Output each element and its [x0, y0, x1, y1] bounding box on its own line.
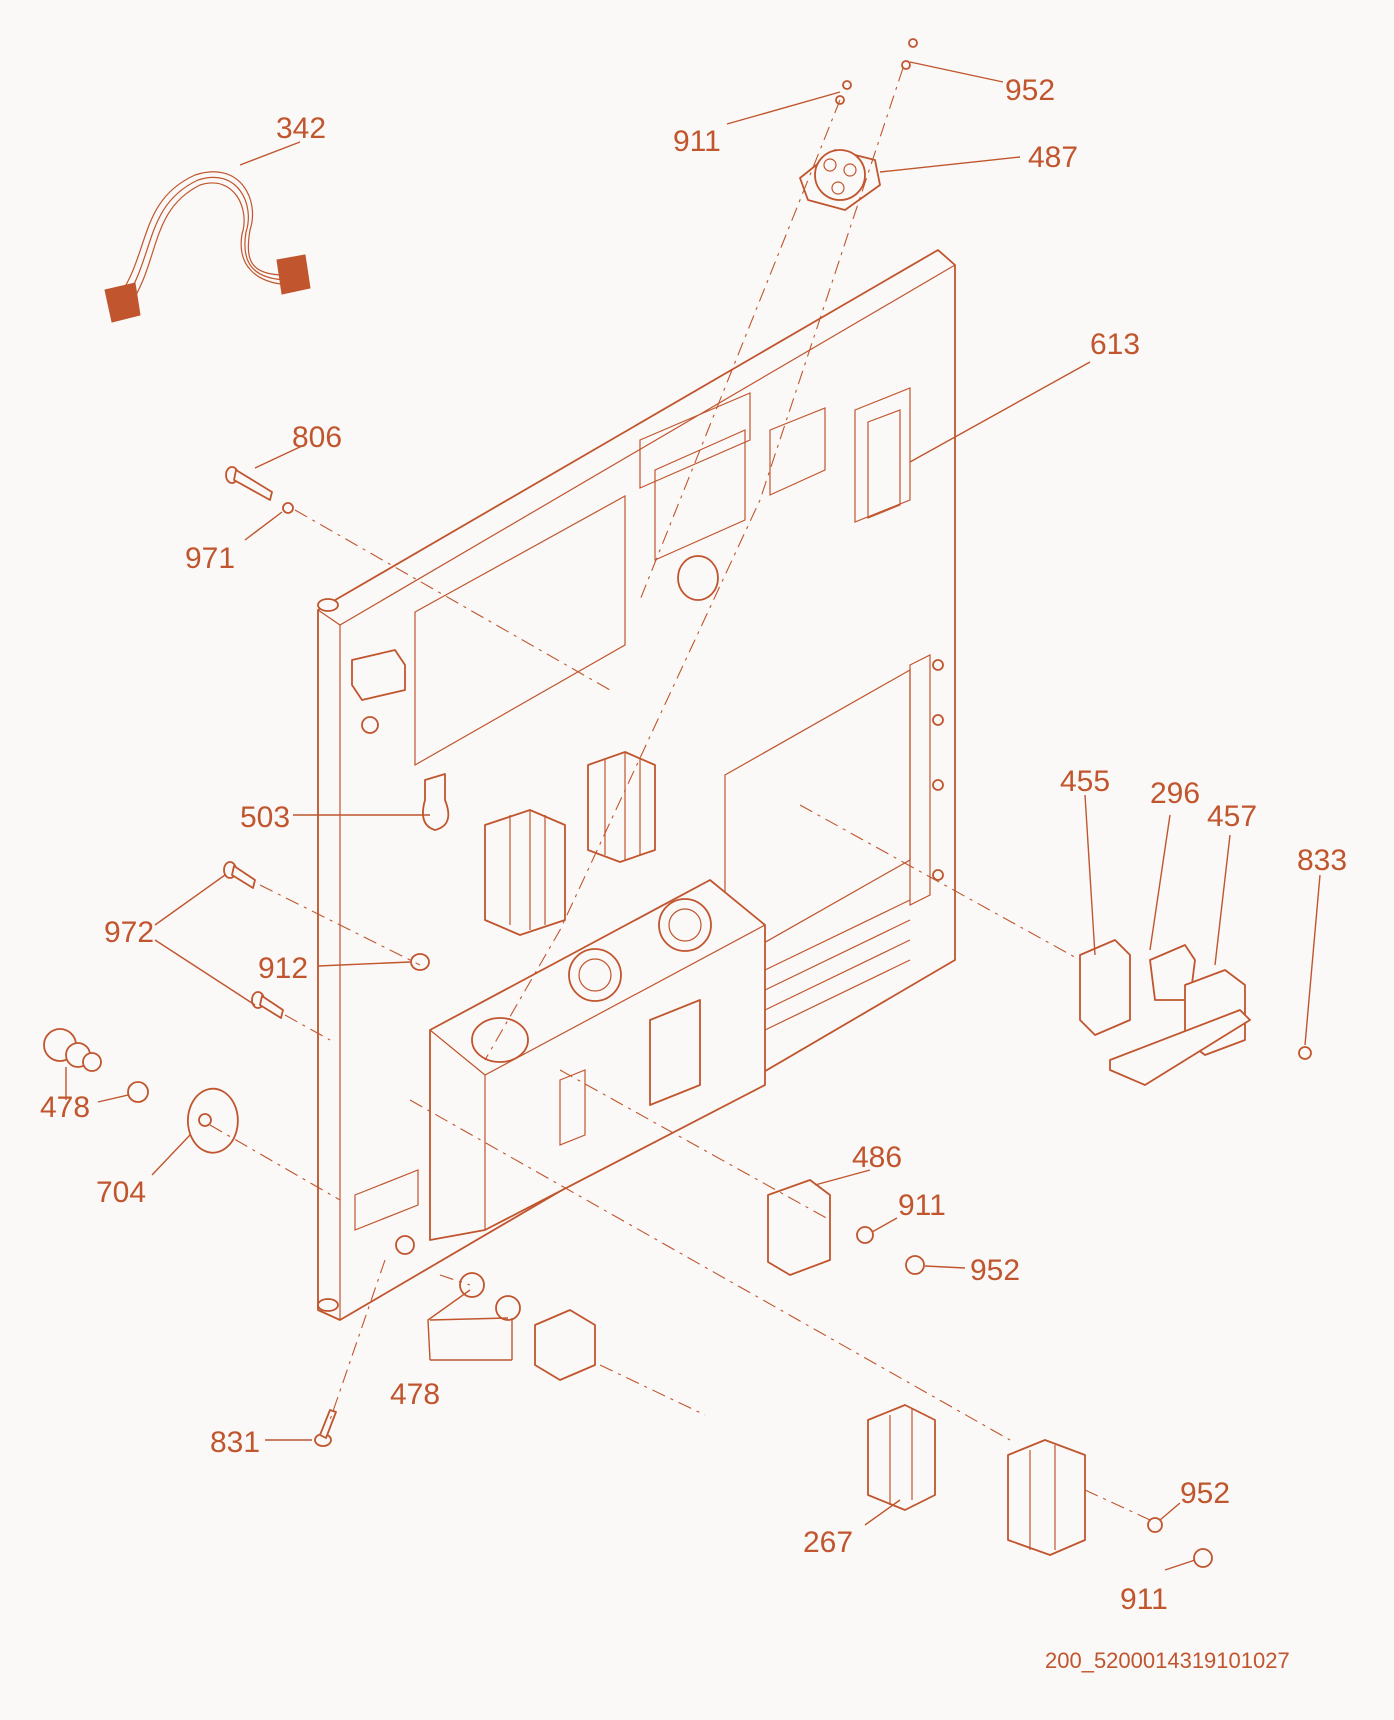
relay-486: [767, 1179, 925, 1276]
callout-267: 267: [803, 1526, 853, 1559]
callout-971: 971: [185, 542, 235, 575]
leader-lines: [65, 61, 1321, 1571]
switch-478-bottom: [459, 1272, 596, 1381]
thermostat-487: [799, 38, 918, 211]
callout-613: 613: [1090, 328, 1140, 361]
callout-912: 912: [258, 952, 308, 985]
callout-831: 831: [210, 1426, 260, 1459]
figure-code: 200_5200014319101027: [1045, 1648, 1290, 1673]
callout-503: 503: [240, 801, 290, 834]
callout-296: 296: [1150, 777, 1200, 810]
callout-486: 486: [852, 1141, 902, 1174]
callout-952-top: 952: [1005, 74, 1055, 107]
callout-342: 342: [276, 112, 326, 145]
callout-704: 704: [96, 1176, 146, 1209]
contactor-assembly: [1079, 939, 1312, 1086]
callout-457: 457: [1207, 800, 1257, 833]
screw-831: [314, 1409, 337, 1447]
callout-478-left: 478: [40, 1091, 90, 1124]
callout-952-mid: 952: [970, 1254, 1020, 1287]
callout-952-bottom: 952: [1180, 1477, 1230, 1510]
callout-972: 972: [104, 916, 154, 949]
callout-455: 455: [1060, 765, 1110, 798]
screw-806: [225, 466, 294, 514]
callout-911-top: 911: [673, 125, 721, 158]
assembly-lines: [209, 67, 1151, 1521]
wire-harness: [104, 171, 311, 323]
callout-labels: 342 952 911 487 613 806 971 503 455 296 …: [40, 74, 1347, 1616]
heatsinks-267: [867, 1404, 1213, 1568]
callout-478-bottom: 478: [390, 1378, 440, 1411]
screws-972: [223, 861, 430, 1019]
main-panel: [317, 249, 956, 1321]
callout-487: 487: [1028, 141, 1078, 174]
callout-911-bottom: 911: [1120, 1583, 1168, 1616]
callout-833: 833: [1297, 844, 1347, 877]
callout-806: 806: [292, 421, 342, 454]
switch-478-left: [43, 1028, 239, 1154]
callout-911-mid: 911: [898, 1189, 946, 1222]
